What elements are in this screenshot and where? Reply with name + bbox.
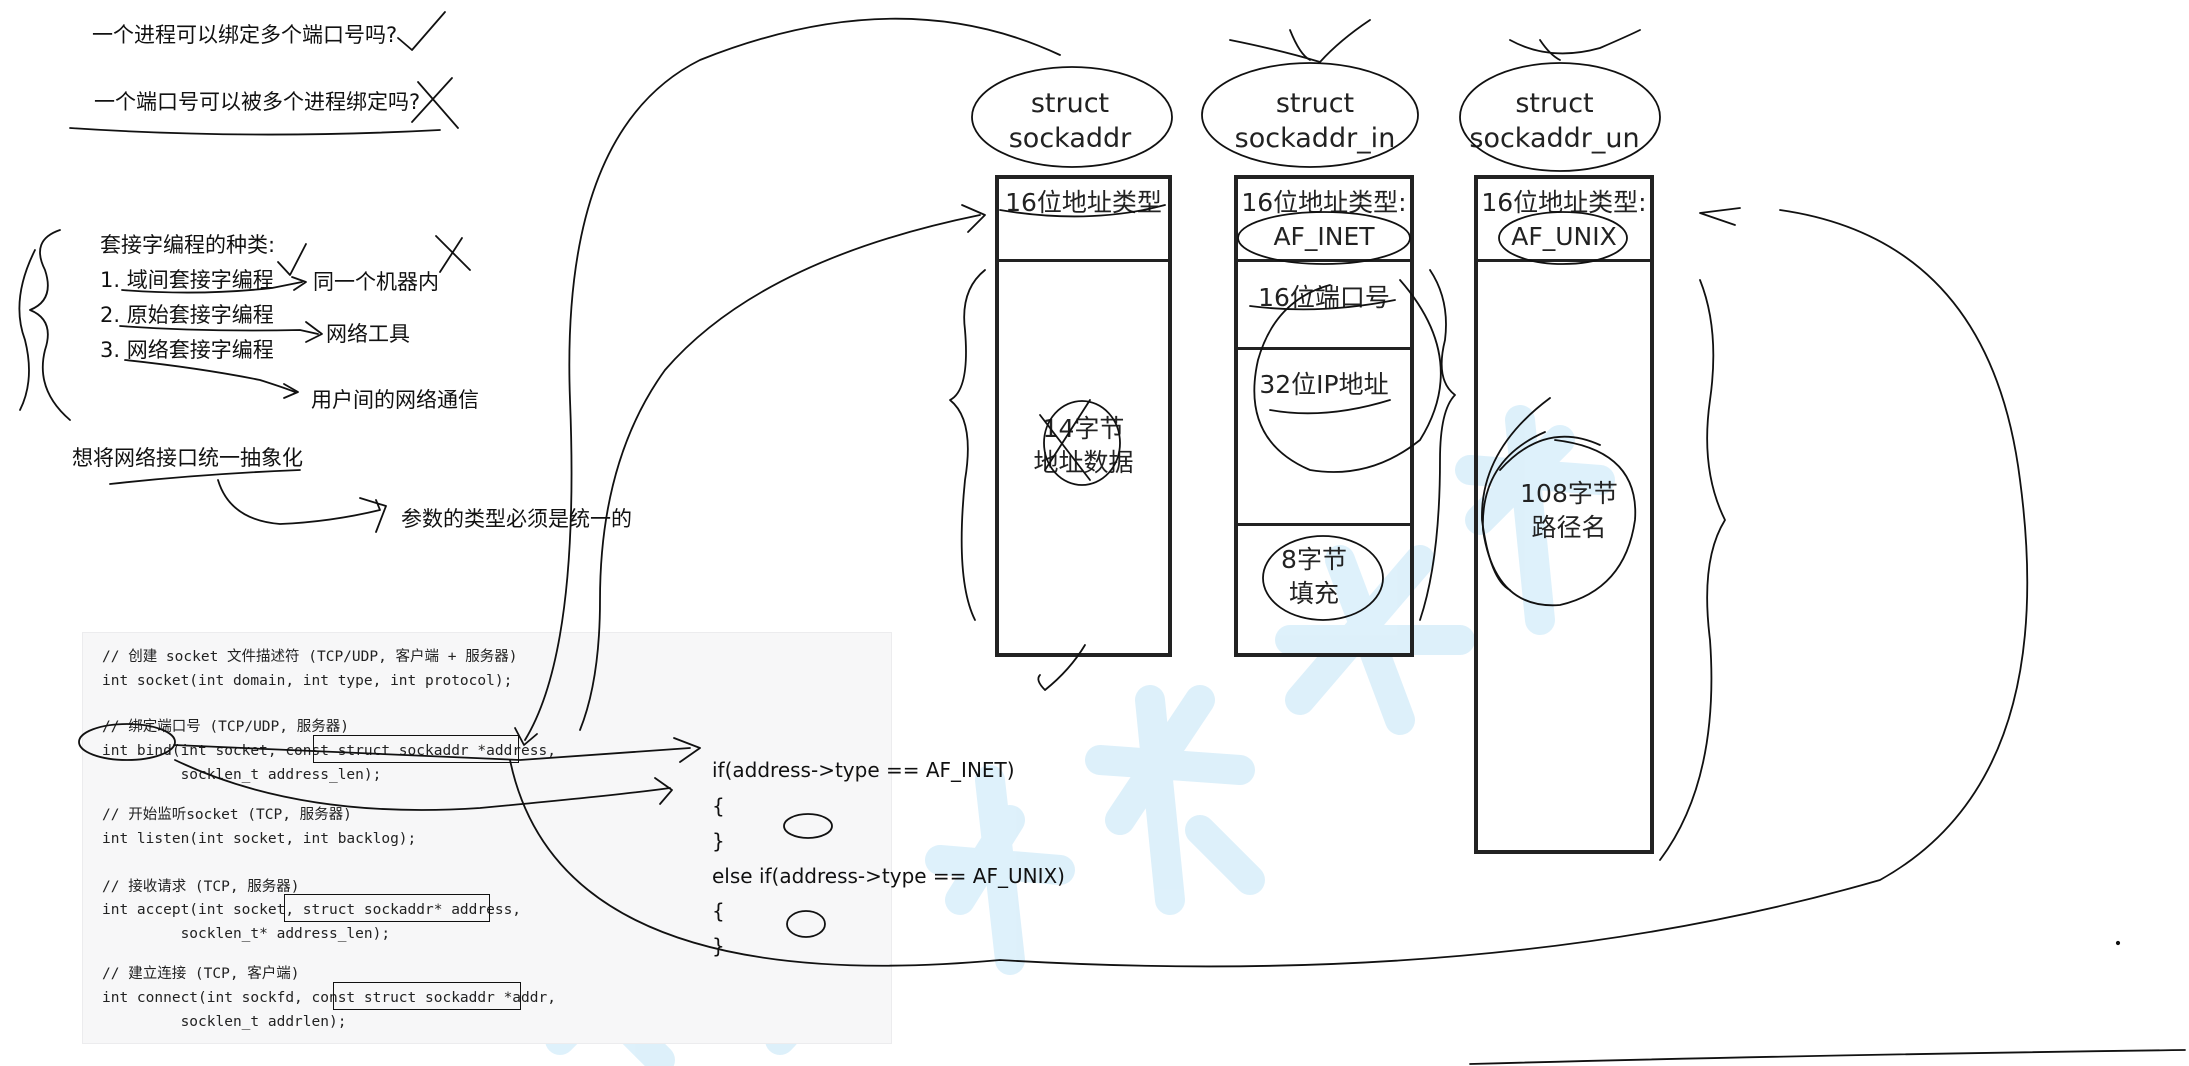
struct-sockaddr-un-box [1474, 175, 1654, 854]
sockaddr-in-field-ip: 32位IP地址 [1259, 370, 1389, 399]
struct-sockaddr-in-title: struct sockaddr_in [1234, 88, 1396, 154]
socket-types-title: 套接字编程的种类: [100, 233, 276, 257]
note-user-network: 用户间的网络通信 [311, 388, 479, 412]
sockaddr-in-field-family: 16位地址类型: AF_INET [1241, 188, 1407, 251]
highlight-bind-sockaddr [313, 735, 519, 763]
question-shared-port: 一个端口号可以被多个进程绑定吗? [94, 90, 421, 114]
code-line: socklen_t* address_len); [102, 926, 391, 942]
snippet-brace: } [712, 829, 725, 853]
struct-sockaddr-box [995, 175, 1172, 657]
highlight-accept-sockaddr [284, 894, 490, 922]
snippet-brace: } [712, 934, 725, 958]
divider [1234, 523, 1414, 526]
struct-sockaddr-in-box [1234, 175, 1414, 657]
code-line: // 创建 socket 文件描述符 (TCP/UDP, 客户端 + 服务器) [102, 649, 518, 665]
divider [995, 259, 1172, 262]
snippet-else-if-unix: else if(address->type == AF_UNIX) [712, 864, 1065, 888]
code-line: // 开始监听socket (TCP, 服务器) [102, 807, 352, 823]
divider [1474, 259, 1654, 262]
snippet-if-inet: if(address->type == AF_INET) [712, 758, 1015, 782]
divider [1234, 259, 1414, 262]
note-network-tools: 网络工具 [326, 322, 410, 346]
code-block [82, 632, 892, 1044]
code-line: // 建立连接 (TCP, 客户端) [102, 966, 300, 982]
socket-type-raw: 2. 原始套接字编程 [100, 303, 274, 327]
code-line: int listen(int socket, int backlog); [102, 831, 417, 847]
code-line: // 接收请求 (TCP, 服务器) [102, 879, 300, 895]
divider [1234, 347, 1414, 350]
struct-sockaddr-un-title: struct sockaddr_un [1469, 88, 1640, 154]
code-line: int socket(int domain, int type, int pro… [102, 673, 513, 689]
sockaddr-un-field-path: 108字节 路径名 [1520, 479, 1618, 542]
note-abstract-interface: 想将网络接口统一抽象化 [72, 446, 303, 470]
highlight-connect-sockaddr [333, 982, 521, 1010]
note-same-machine: 同一个机器内 [313, 270, 439, 294]
snippet-brace: { [712, 794, 725, 818]
socket-type-network: 3. 网络套接字编程 [100, 338, 274, 362]
sockaddr-in-field-port: 16位端口号 [1258, 283, 1390, 312]
code-line: socklen_t addrlen); [102, 1014, 347, 1030]
snippet-brace: { [712, 899, 725, 923]
code-line: int accept(int socket, struct sockaddr* … [102, 902, 522, 918]
socket-type-domain: 1. 域间套接字编程 [100, 268, 274, 292]
note-unified-param-type: 参数的类型必须是统一的 [401, 507, 632, 531]
code-line: int connect(int sockfd, const struct soc… [102, 990, 556, 1006]
question-multiple-ports: 一个进程可以绑定多个端口号吗? [92, 23, 398, 47]
struct-sockaddr-title: struct sockaddr [1008, 88, 1132, 154]
sockaddr-in-field-padding: 8字节 填充 [1281, 545, 1347, 608]
code-line: // 绑定端口号 (TCP/UDP, 服务器) [102, 719, 349, 735]
